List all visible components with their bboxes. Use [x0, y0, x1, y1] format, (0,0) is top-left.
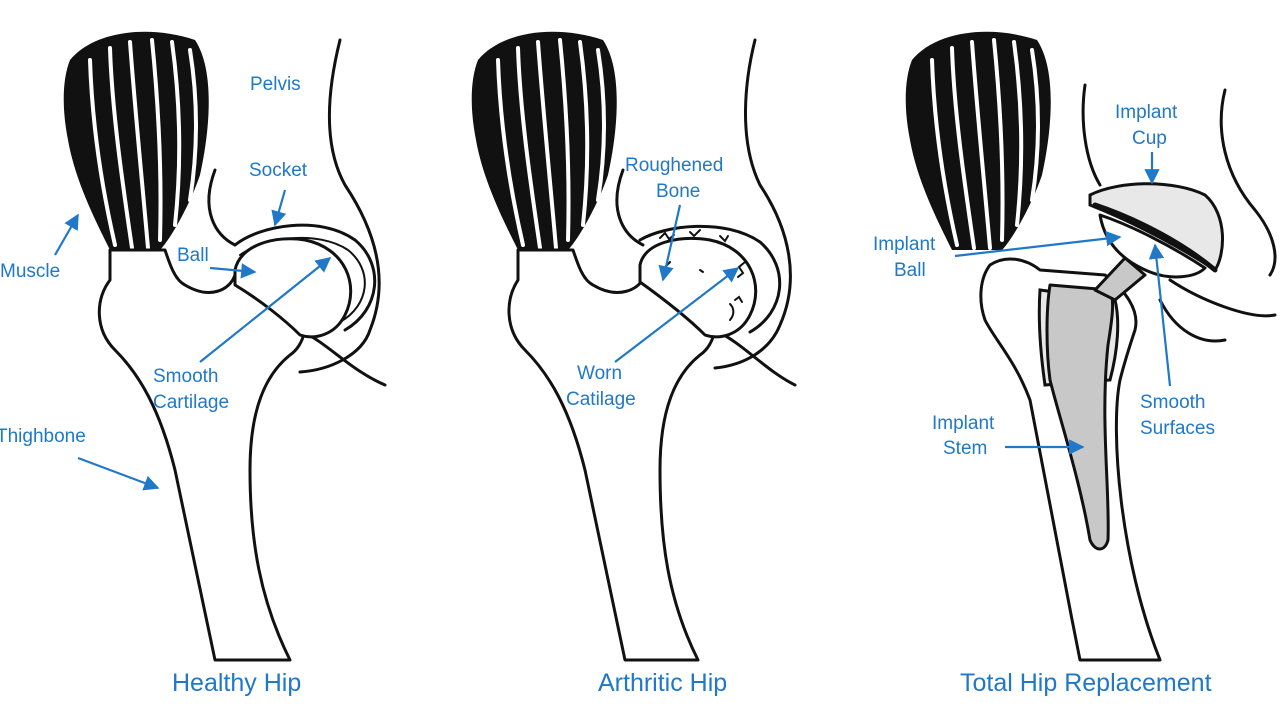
arrow-ball [209, 263, 257, 279]
healthy-socket [233, 223, 377, 332]
label-worn-catilage-line1: Worn [577, 363, 622, 384]
healthy-femur [97, 248, 307, 662]
arthritic-socket [638, 224, 782, 334]
label-implant-stem-line1: Implant [932, 413, 995, 434]
label-implant-ball-line2: Ball [894, 260, 926, 281]
arrow-smooth-surfaces [1148, 243, 1172, 387]
replacement-pelvis-outline [1081, 83, 1102, 187]
label-smooth-cartilage-line1: Smooth [153, 366, 218, 387]
label-implant-cup-line1: Implant [1115, 102, 1178, 123]
label-ball: Ball [177, 245, 209, 266]
caption-arthritic-hip: Arthritic Hip [598, 669, 727, 697]
label-smooth-surfaces-line1: Smooth [1140, 392, 1205, 413]
replacement-pelvis-lower-2 [1158, 298, 1227, 343]
arthritic-pelvis-outline [713, 38, 792, 370]
caption-total-hip-replacement: Total Hip Replacement [960, 669, 1212, 697]
captions: Healthy Hip Arthritic Hip Total Hip Repl… [172, 669, 1212, 697]
label-worn-catilage-line2: Catilage [566, 389, 636, 410]
healthy-neck-top [207, 168, 237, 247]
replacement-pelvis-right [1219, 88, 1277, 277]
labels: Pelvis Socket Ball Muscle Smooth Cartila… [0, 74, 1215, 459]
implant-cup-liner [1092, 202, 1218, 273]
label-implant-cup-line2: Cup [1132, 128, 1167, 149]
label-smooth-surfaces-line2: Surfaces [1140, 418, 1215, 439]
label-thighbone: Thighbone [0, 426, 86, 447]
label-pelvis: Pelvis [250, 74, 301, 95]
label-roughened-bone-line1: Roughened [625, 155, 723, 176]
healthy-muscle [63, 31, 209, 250]
implant-neck [1093, 256, 1147, 302]
arrow-thighbone [77, 456, 160, 491]
replacement-muscle [905, 31, 1051, 250]
arrow-smooth-cartilage [199, 257, 332, 363]
label-muscle: Muscle [0, 261, 60, 282]
healthy-pelvis-outline [298, 38, 381, 374]
label-socket: Socket [249, 160, 308, 181]
implant-stem [1045, 283, 1115, 551]
arthritic-neck-top [615, 168, 645, 247]
annotation-arrows [54, 152, 1172, 491]
arrow-muscle [54, 213, 79, 256]
label-implant-stem-line2: Stem [943, 438, 987, 459]
replacement-hip-panel [905, 31, 1277, 662]
arthritic-pelvis-lower [713, 328, 797, 387]
replacement-pelvis-lower [1168, 278, 1277, 318]
label-smooth-cartilage-line2: Cartilage [153, 392, 229, 413]
healthy-hip-panel [63, 31, 387, 662]
arrow-socket [271, 189, 287, 227]
arrow-roughened-bone [658, 204, 682, 282]
caption-healthy-hip: Healthy Hip [172, 669, 301, 697]
arthritic-hip-panel [471, 31, 797, 662]
arthritic-muscle [471, 31, 617, 250]
arrow-implant-ball [954, 230, 1122, 258]
label-roughened-bone-line2: Bone [656, 181, 700, 202]
label-implant-ball-line1: Implant [873, 234, 936, 255]
arrow-worn-catilage [614, 267, 740, 363]
